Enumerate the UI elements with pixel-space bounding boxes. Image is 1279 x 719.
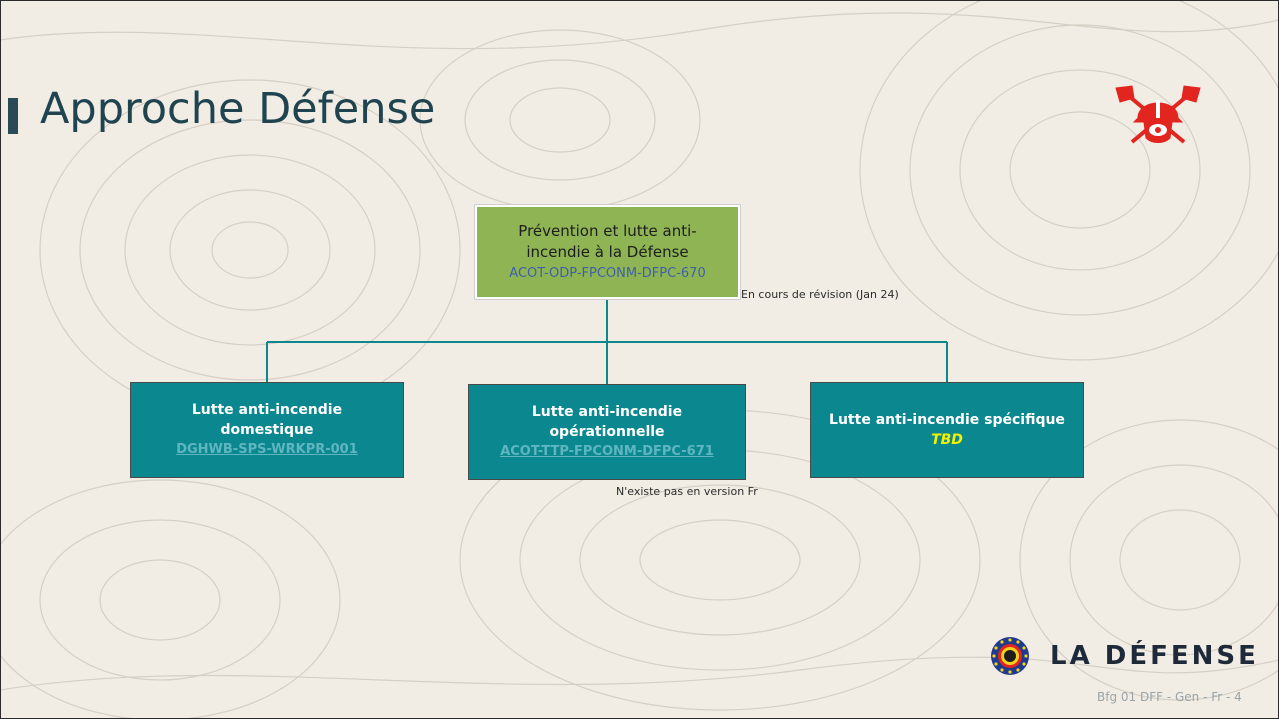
operational-node-note: N'existe pas en version Fr (616, 485, 758, 498)
brand-name: LA DÉFENSE (1050, 641, 1259, 671)
child-node-tbd: TBD (931, 432, 963, 448)
child-node-line1: Lutte anti-incendie (191, 402, 343, 418)
slide-footer: Bfg 01 DFF - Gen - Fr - 4 (1097, 690, 1242, 704)
child-node-operational: Lutte anti-incendie opérationnelle ACOT-… (468, 384, 746, 480)
title-accent-bar (8, 98, 18, 134)
child-node-line1: Lutte anti-incendie (531, 404, 683, 420)
slide-title: Approche Défense (40, 84, 436, 134)
child-node-line2: opérationnelle (549, 424, 665, 440)
child-node-code-link[interactable]: DGHWB-SPS-WRKPR-001 (176, 442, 358, 457)
defense-emblem-icon (991, 637, 1029, 675)
firefighter-helmet-axes-icon (1115, 85, 1201, 144)
brand-logo: LA DÉFENSE (990, 636, 1259, 676)
child-node-line2: domestique (220, 422, 314, 438)
root-node-line1: Prévention et lutte anti- (518, 221, 697, 240)
root-node-code-link[interactable]: ACOT-ODP-FPCONM-DFPC-670 (509, 265, 706, 281)
child-node-domestic: Lutte anti-incendie domestique DGHWB-SPS… (130, 382, 404, 478)
child-node-specific: Lutte anti-incendie spécifique TBD (810, 382, 1084, 478)
root-node-line2: incendie à la Défense (526, 242, 689, 261)
root-node-box: Prévention et lutte anti- incendie à la … (474, 204, 741, 300)
child-node-code-link[interactable]: ACOT-TTP-FPCONM-DFPC-671 (500, 444, 714, 459)
root-node-note: En cours de révision (Jan 24) (741, 288, 899, 301)
child-node-line1: Lutte anti-incendie spécifique (829, 412, 1065, 428)
